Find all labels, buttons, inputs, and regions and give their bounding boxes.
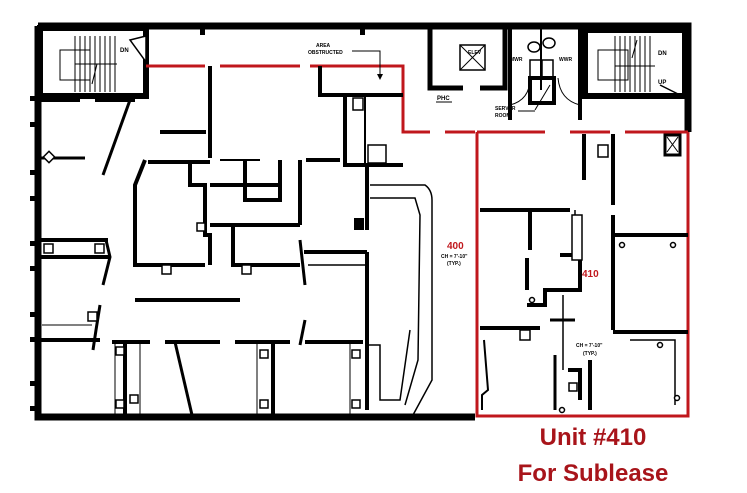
suite-400-walls — [38, 66, 433, 416]
stair-left-dn-label: DN — [120, 48, 129, 54]
suite-410-boundary — [475, 130, 690, 418]
suite-410-note: (TYP.) — [583, 351, 597, 357]
suite-410-number: 410 — [582, 269, 599, 280]
elevator-label: ELEV — [468, 50, 482, 56]
area-obstructed-label-1: AREA — [316, 43, 331, 49]
server-room-label-2: ROOM — [495, 113, 511, 119]
stair-right-dn-label: DN — [658, 51, 667, 57]
outlets — [42, 150, 361, 409]
outlets-410 — [519, 214, 681, 414]
suite-400-note: (TYP.) — [447, 261, 461, 267]
stair-right — [582, 27, 688, 99]
core — [427, 28, 582, 120]
stair-right-up-label: UP — [658, 80, 666, 86]
stair-left — [37, 25, 149, 99]
mwr-label: MWR — [510, 57, 523, 63]
wwr-label: WWR — [559, 57, 572, 63]
suite-400-boundary — [146, 64, 475, 134]
suite-400-ceiling: CH = 7'-10" — [441, 254, 468, 260]
suite-410-ceiling: CH = 7'-10" — [576, 343, 603, 349]
suite-400-number: 400 — [447, 241, 464, 252]
server-room-label-1: SERVER — [495, 106, 516, 112]
unit-subtitle: For Sublease — [517, 460, 669, 487]
unit-title: Unit #410 — [539, 424, 647, 451]
area-obstructed-label-2: OBSTRUCTED — [308, 50, 343, 56]
phc-label: PHC — [437, 96, 450, 102]
